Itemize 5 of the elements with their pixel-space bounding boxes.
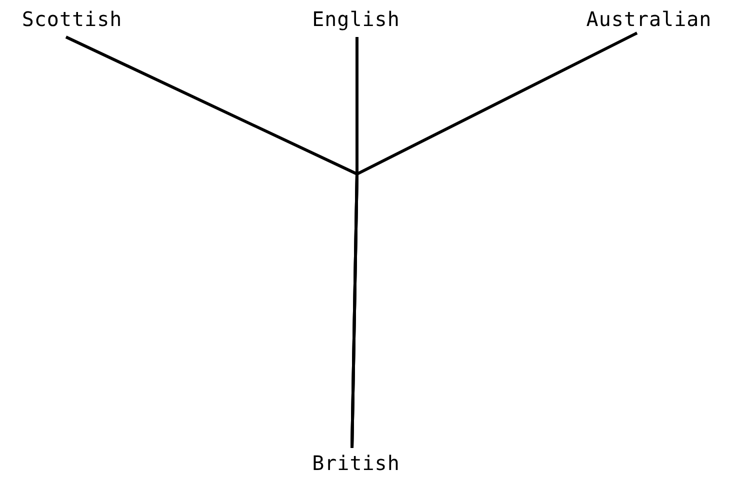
connector-line xyxy=(350,32,638,448)
node-label: British xyxy=(296,450,416,476)
node-label: Scottish xyxy=(2,6,142,32)
node-label: English xyxy=(296,6,416,32)
node-label: Australian xyxy=(568,6,730,32)
